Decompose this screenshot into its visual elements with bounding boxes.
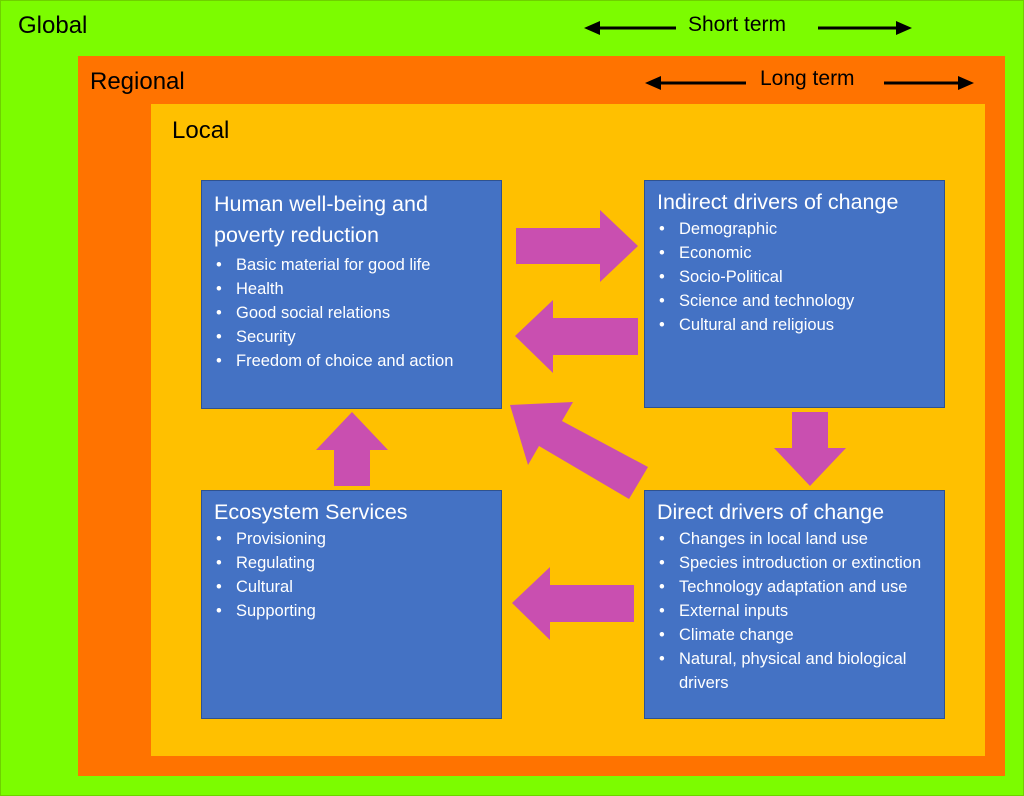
indirect-drivers-box: Indirect drivers of change Demographic E…	[644, 180, 945, 408]
list-item: Regulating	[214, 551, 491, 575]
human-wellbeing-title-line2: poverty reduction	[214, 223, 379, 247]
list-item: Basic material for good life	[214, 253, 491, 277]
list-item: Cultural and religious	[657, 313, 934, 337]
ecosystem-services-title: Ecosystem Services	[214, 500, 408, 524]
ecosystem-services-list: Provisioning Regulating Cultural Support…	[214, 527, 491, 623]
list-item: Provisioning	[214, 527, 491, 551]
indirect-drivers-list: Demographic Economic Socio-Political Sci…	[657, 217, 934, 337]
list-item: Science and technology	[657, 289, 934, 313]
ecosystem-services-box: Ecosystem Services Provisioning Regulati…	[201, 490, 502, 719]
list-item: Changes in local land use	[657, 527, 934, 551]
list-item: Cultural	[214, 575, 491, 599]
list-item: Economic	[657, 241, 934, 265]
regional-label: Regional	[90, 68, 185, 95]
human-wellbeing-list: Basic material for good life Health Good…	[214, 253, 491, 373]
list-item: Demographic	[657, 217, 934, 241]
local-label: Local	[172, 117, 230, 144]
global-label: Global	[18, 12, 88, 39]
short-term-label: Short term	[688, 13, 787, 36]
list-item: Socio-Political	[657, 265, 934, 289]
human-wellbeing-box: Human well-being and poverty reduction B…	[201, 180, 502, 409]
list-item: Security	[214, 325, 491, 349]
list-item: Climate change	[657, 623, 934, 647]
human-wellbeing-title-line1: Human well-being and	[214, 192, 428, 216]
list-item: Health	[214, 277, 491, 301]
direct-drivers-list: Changes in local land use Species introd…	[657, 527, 934, 695]
human-wellbeing-title: Human well-being and poverty reduction	[214, 189, 491, 251]
indirect-drivers-title: Indirect drivers of change	[657, 190, 899, 214]
list-item: Supporting	[214, 599, 491, 623]
long-term-label: Long term	[760, 67, 855, 90]
list-item: Good social relations	[214, 301, 491, 325]
direct-drivers-title: Direct drivers of change	[657, 500, 885, 524]
list-item: Technology adaptation and use	[657, 575, 934, 599]
list-item: Species introduction or extinction	[657, 551, 934, 575]
list-item: Freedom of choice and action	[214, 349, 491, 373]
list-item: Natural, physical and biological drivers	[657, 647, 934, 695]
list-item: External inputs	[657, 599, 934, 623]
direct-drivers-box: Direct drivers of change Changes in loca…	[644, 490, 945, 719]
